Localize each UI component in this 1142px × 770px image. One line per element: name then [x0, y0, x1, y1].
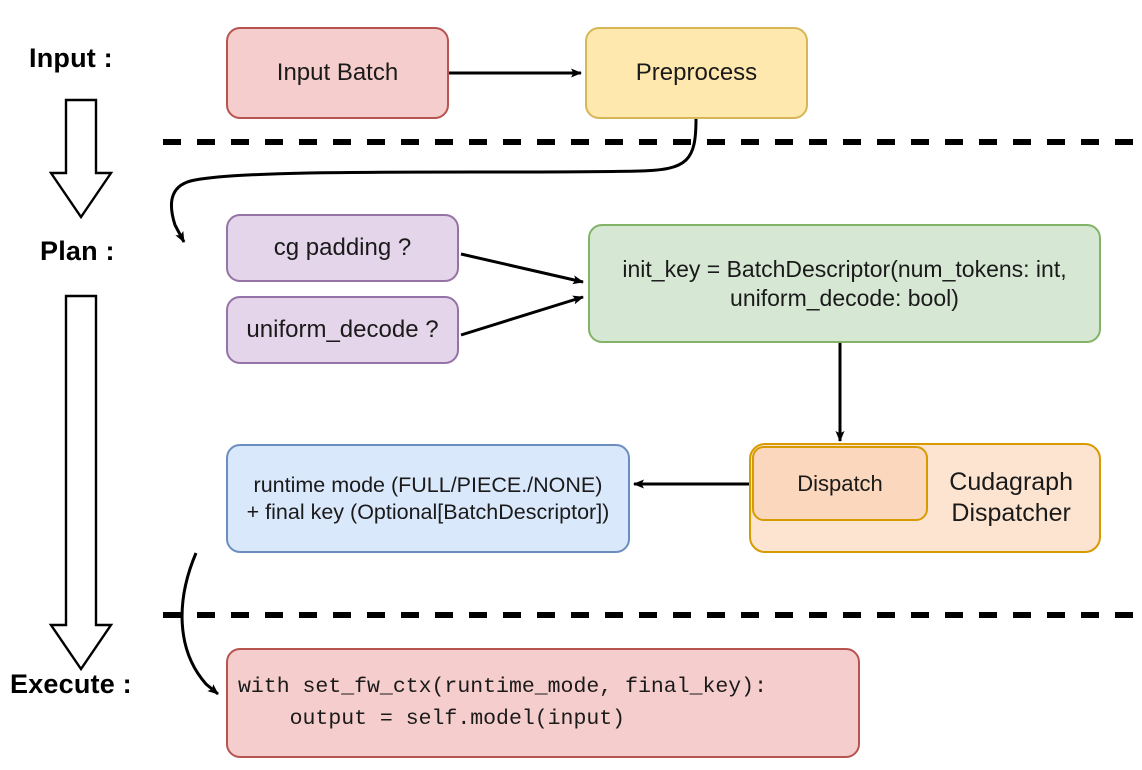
- node-cg-padding: cg padding ?: [226, 214, 459, 282]
- edge-runtime-mode-to-code-block: [180, 552, 219, 696]
- stage-label-input: Input :: [29, 43, 113, 73]
- stage-arrow-plan-to-execute: [48, 294, 114, 672]
- edge-cg-padding-to-init-key: [460, 252, 584, 285]
- node-init-key: init_key = BatchDescriptor(num_tokens: i…: [588, 224, 1101, 343]
- node-code-block: with set_fw_ctx(runtime_mode, final_key)…: [226, 648, 860, 758]
- stage-arrow-input-to-plan: [48, 98, 114, 220]
- node-uniform-decode: uniform_decode ?: [226, 296, 459, 364]
- edge-uniform-decode-to-init-key: [460, 295, 584, 337]
- stage-label-execute: Execute :: [10, 669, 132, 699]
- stage-label-plan: Plan :: [40, 236, 115, 266]
- node-runtime-mode: runtime mode (FULL/PIECE./NONE) + final …: [226, 444, 630, 553]
- node-preprocess: Preprocess: [585, 27, 808, 119]
- node-input-batch: Input Batch: [226, 27, 449, 119]
- node-dispatch: Dispatch: [752, 446, 928, 521]
